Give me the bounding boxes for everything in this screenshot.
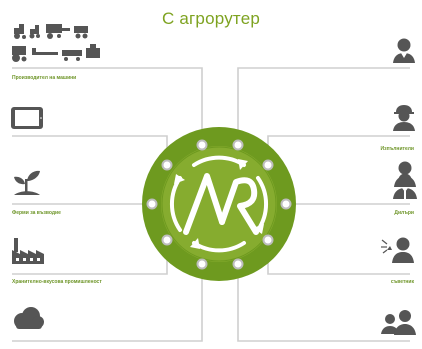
businessman-icon [393, 173, 417, 199]
label-dealers: Дилъри [394, 210, 414, 216]
node-dot [280, 198, 292, 210]
label-contractors: Изпълнители [380, 146, 415, 152]
support-agent-icon [381, 237, 414, 263]
farm-machinery-icon [12, 24, 100, 62]
connector-right-1 [237, 67, 410, 145]
node-dot [232, 258, 244, 270]
node-dot [161, 234, 173, 246]
node-dot [196, 139, 208, 151]
node-dot [262, 234, 274, 246]
node-dot [232, 139, 244, 151]
label-farms: Ферми за възводие [12, 210, 61, 216]
connector-left-5 [12, 264, 203, 342]
connector-left-2 [12, 135, 168, 165]
label-machinery-manufacturer: Производител на машини [12, 75, 77, 81]
plant-seedling-icon [14, 170, 40, 195]
node-dot [262, 159, 274, 171]
label-food-industry: Хранително-вкусова промишленост [12, 279, 102, 285]
diagram-title: С агрорутер [161, 9, 261, 28]
node-dot [146, 198, 158, 210]
label-advisor: съветник [390, 279, 414, 285]
cloud-icon [14, 307, 44, 329]
node-dot [196, 258, 208, 270]
worker-helmet-icon [393, 105, 415, 131]
engineer-icon [393, 38, 415, 63]
tablet-icon [11, 107, 43, 129]
connector-right-5 [237, 264, 410, 342]
node-dot [161, 159, 173, 171]
ar-logo [183, 173, 259, 235]
service-team-icon [381, 310, 416, 335]
connector-left-1 [12, 67, 203, 145]
factory-icon [12, 238, 44, 264]
